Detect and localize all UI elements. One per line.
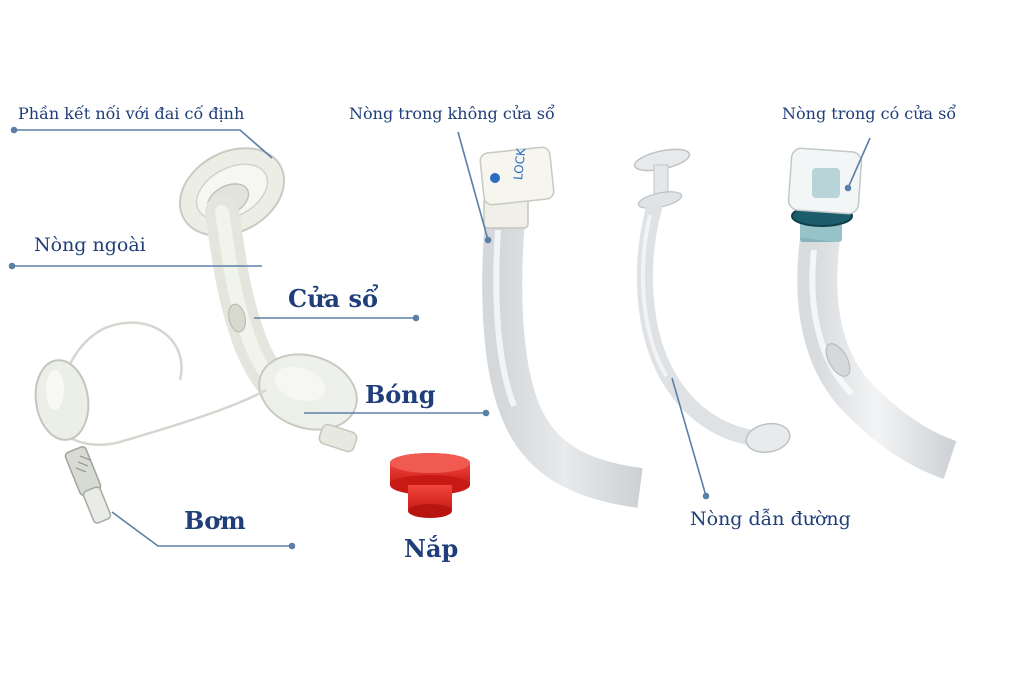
label-outer-cannula: Nòng ngoài [34,234,146,256]
inner-cannula-no-window: LOCK [479,146,643,508]
label-cuff: Bóng [365,380,436,409]
decannulation-cap [390,453,470,518]
lock-indicator [490,173,500,183]
label-fenestration: Cửa sổ [288,284,378,313]
label-retaining-connector: Phần kết nối với đai cố định [18,104,245,123]
lock-marking: LOCK [511,146,528,180]
leader-inner-with-window [847,137,871,189]
label-inner-cannula-no-window: Nòng trong không cửa sổ [349,104,555,123]
leader-obturator [671,377,707,497]
label-pilot-balloon: Bơm [184,506,246,535]
obturator-shaft [636,200,778,448]
leader-lines [8,126,871,550]
inner-window [825,343,851,377]
leader-inner-no-window [457,131,489,241]
outer-cannula-device [178,147,358,453]
label-decannulation-cap: Nắp [404,534,459,563]
leader-retaining-connector [14,129,273,159]
label-obturator: Nòng dẫn đường [690,508,851,530]
pilot-balloon-assembly [34,321,267,524]
lock-hub [479,146,555,206]
obturator-device [633,148,791,454]
obturator-tip [745,422,791,454]
fenestration-window [228,303,246,333]
label-inner-cannula-with-window: Nòng trong có cửa sổ [782,104,957,123]
inner-cannula-with-window [787,147,957,479]
leader-pilot-balloon [111,511,292,547]
